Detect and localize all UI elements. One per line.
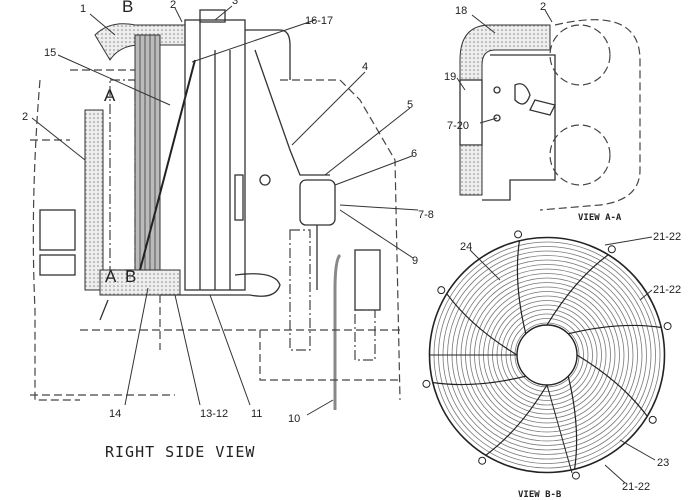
guard-strut	[429, 354, 573, 474]
brace-rod	[139, 59, 196, 271]
callout-21-22-bottom: 21-22	[622, 481, 650, 493]
callout-5: 5	[407, 99, 413, 111]
hub-opening	[516, 324, 578, 386]
view-b-b-drawing	[422, 230, 672, 480]
drain-tube	[333, 253, 342, 410]
right-side-view-drawing	[30, 9, 401, 410]
callout-2-view-a: 2	[540, 1, 546, 13]
fan-shroud	[134, 34, 161, 271]
guard-spoke	[484, 384, 548, 457]
guard-spoke	[568, 324, 662, 335]
callout-11: 11	[251, 408, 262, 420]
valve	[354, 249, 381, 311]
leader-lines	[31, 5, 656, 484]
callout-7-20: 7-20	[447, 120, 469, 132]
callout-18: 18	[455, 5, 467, 17]
section-marker-a-bottom: A	[105, 267, 117, 286]
mounting-bracket	[607, 245, 616, 254]
callout-9: 9	[412, 255, 418, 267]
hose-2	[84, 109, 104, 291]
callout-6: 6	[411, 148, 417, 160]
guard-spoke	[567, 376, 578, 470]
section-marker-b-top: B	[122, 0, 133, 16]
mounting-bracket	[514, 230, 523, 239]
view-a-a-title: VIEW A-A	[578, 213, 622, 223]
mounting-bracket	[648, 415, 657, 424]
callout-3: 3	[232, 0, 238, 7]
callout-1: 1	[80, 3, 86, 15]
guard-spoke	[516, 240, 527, 334]
view-b-b-title: VIEW B-B	[518, 490, 562, 500]
view-a-a-drawing	[459, 19, 641, 211]
callout-21-22-right: 21-22	[653, 284, 681, 296]
callout-14: 14	[109, 408, 121, 420]
guard-spoke	[445, 292, 518, 356]
mounting-bracket	[422, 379, 431, 388]
callout-2-left: 2	[22, 111, 28, 123]
callout-15: 15	[44, 47, 56, 59]
guard-spoke	[576, 354, 649, 418]
callout-13-12: 13-12	[200, 408, 228, 420]
overflow-tank	[299, 179, 336, 226]
callout-2: 2	[170, 0, 176, 11]
guard-spoke	[546, 253, 610, 326]
section-marker-b-bottom: B	[125, 267, 136, 286]
mounting-bracket	[478, 456, 487, 465]
callout-21-22-top: 21-22	[653, 231, 681, 243]
callout-16-17: 16-17	[305, 15, 333, 27]
mounting-bracket	[437, 286, 446, 295]
callout-7-8: 7-8	[418, 209, 434, 221]
callout-23: 23	[657, 457, 669, 469]
reservoir	[39, 209, 76, 251]
callout-19: 19	[444, 71, 456, 83]
callout-10: 10	[288, 413, 300, 425]
mounting-bracket	[571, 471, 580, 480]
callout-24: 24	[460, 241, 472, 253]
callout-4: 4	[362, 61, 368, 73]
mounting-bracket	[663, 322, 672, 331]
right-side-view-title: RIGHT SIDE VIEW	[105, 443, 255, 461]
section-marker-a-top: A	[104, 86, 116, 105]
guard-spoke	[432, 375, 526, 386]
